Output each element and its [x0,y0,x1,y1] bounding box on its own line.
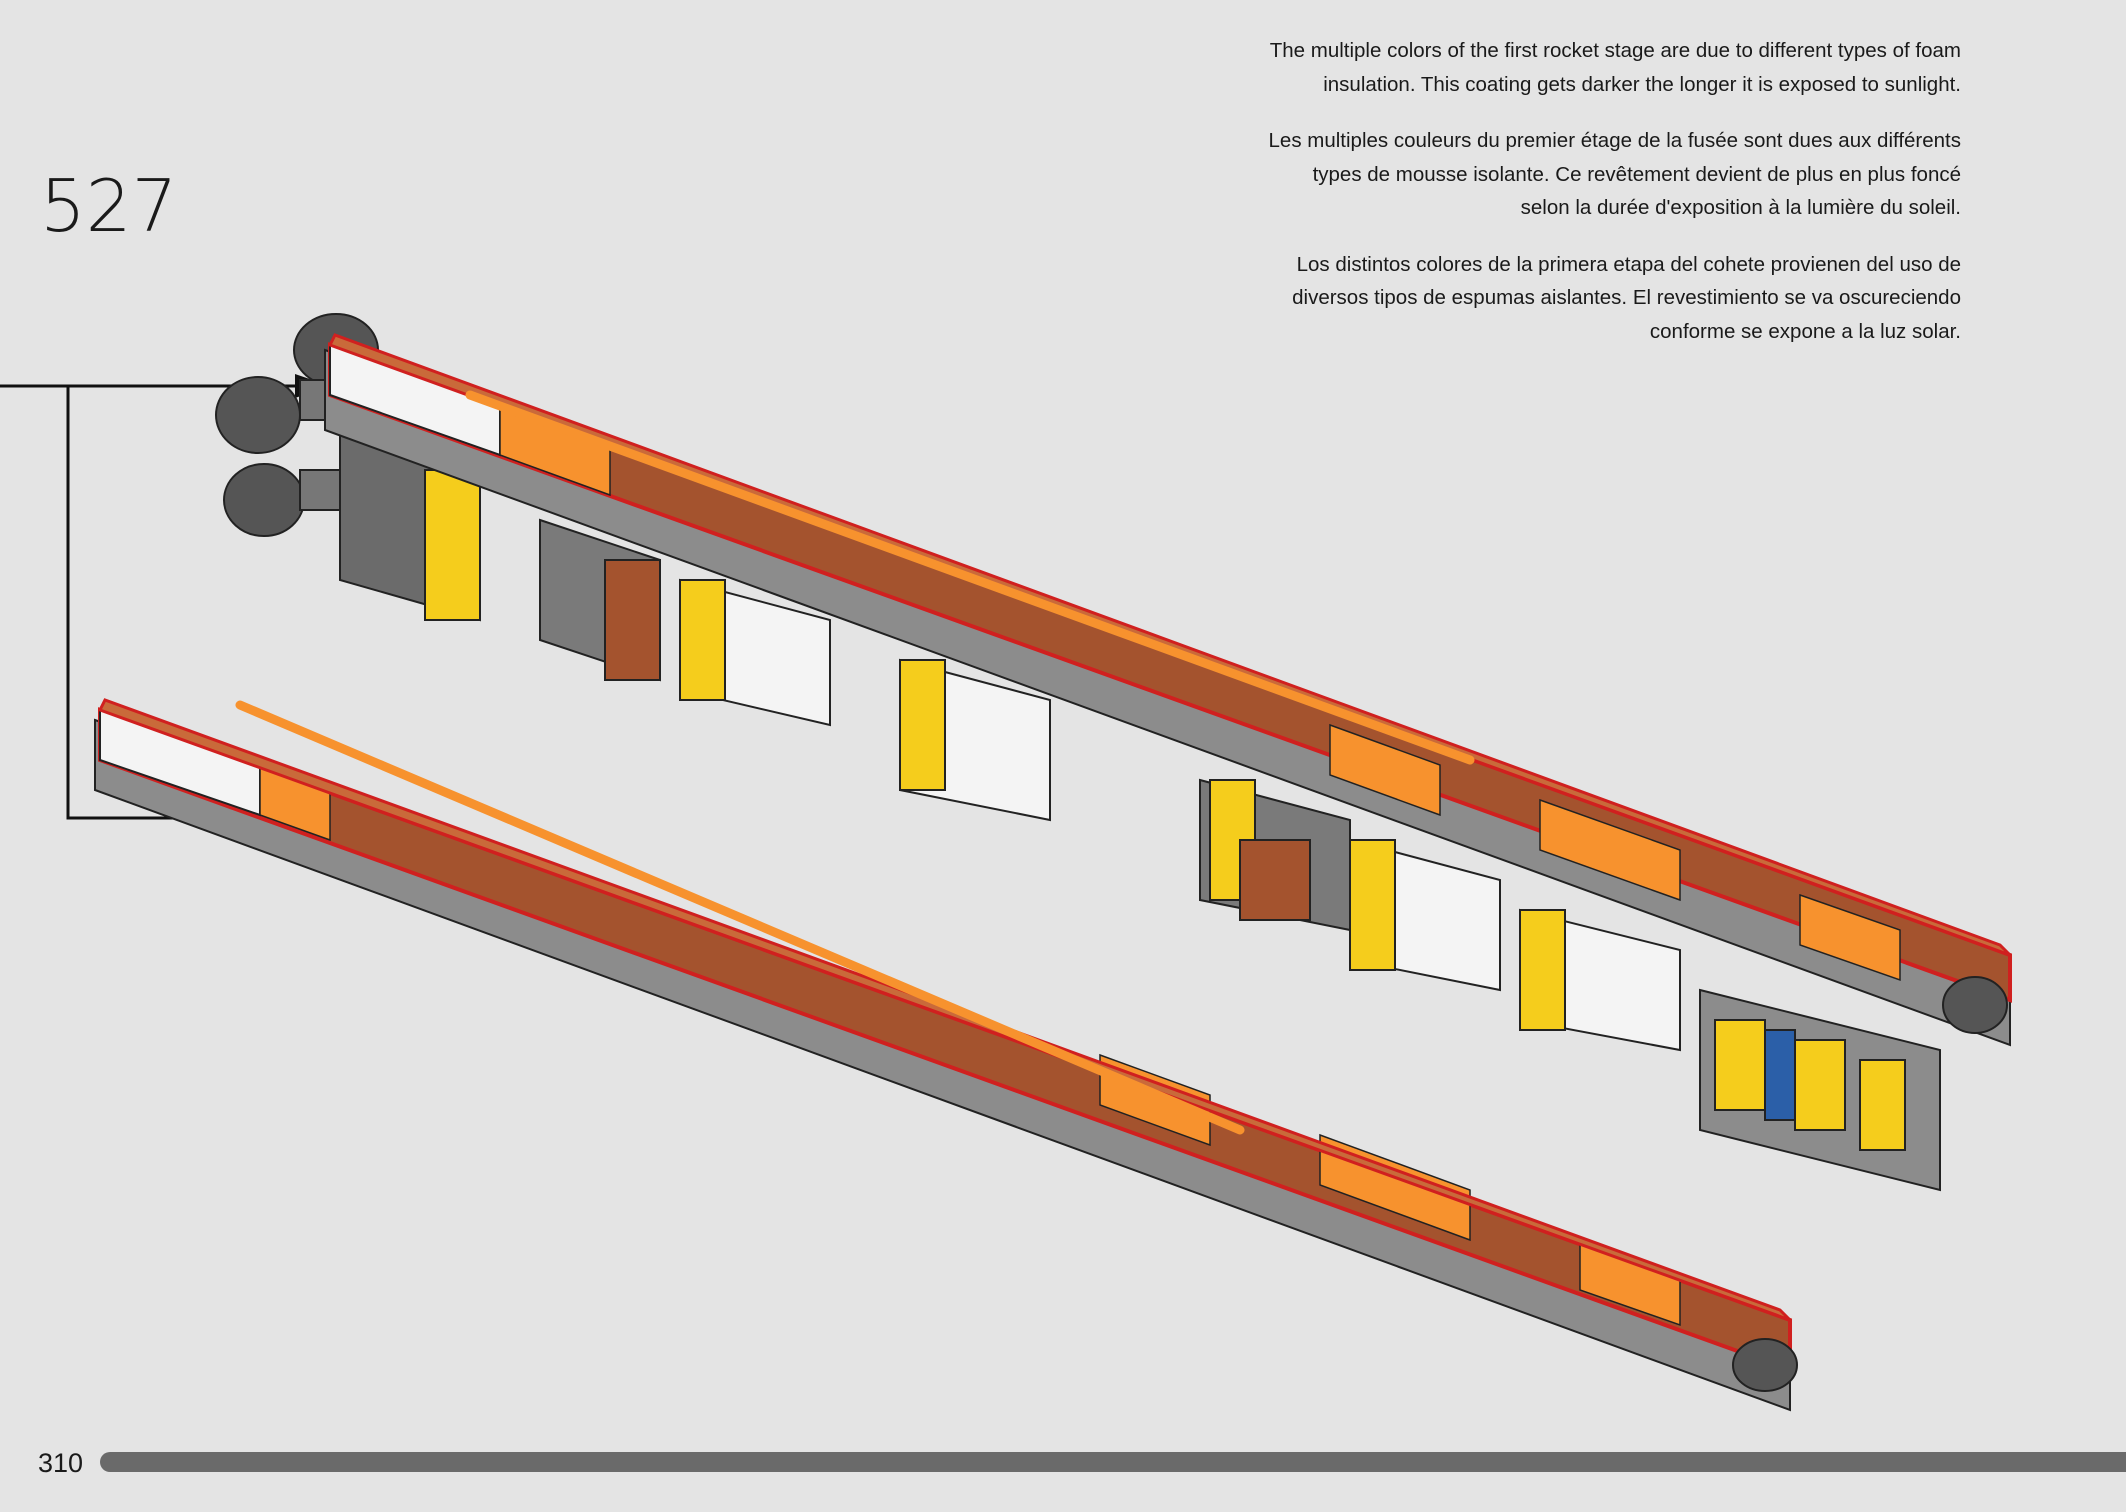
info-notes: The multiple colors of the first rocket … [1261,34,1961,371]
lower-rocket-stage [94,698,1798,1412]
note-french: Les multiples couleurs du premier étage … [1268,129,1961,219]
progress-bar [100,1452,2126,1472]
page-number: 310 [38,1448,84,1478]
note-english: The multiple colors of the first rocket … [1269,39,1961,96]
note-spanish: Los distintos colores de la primera etap… [1292,252,1961,343]
step-number: 527 [40,164,178,248]
upper-rocket-stage [324,333,2012,1047]
upper-stage-support-blocks [339,428,1941,1192]
